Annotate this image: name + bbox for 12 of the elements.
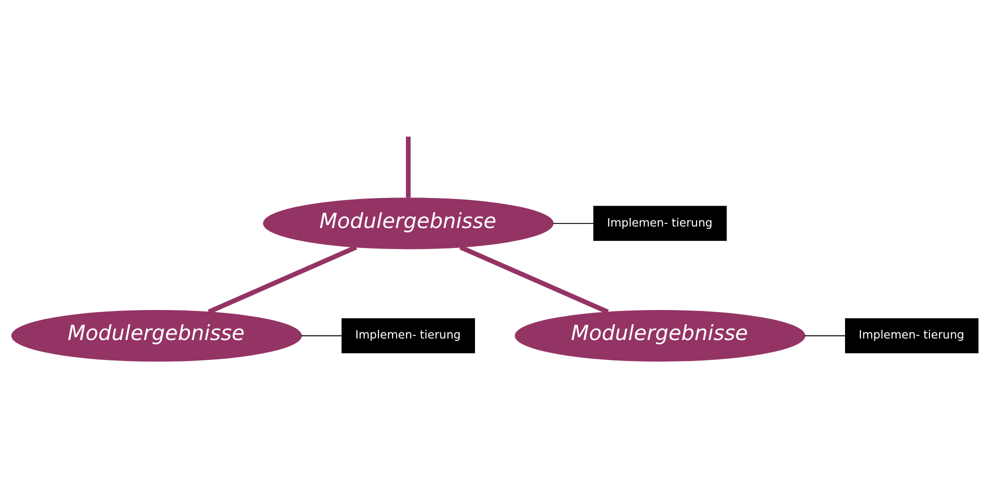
connector <box>804 334 846 336</box>
node-ellipse: Modulergebnisse <box>514 310 806 362</box>
connector <box>459 244 609 314</box>
connector <box>208 244 358 314</box>
node-ellipse: Modulergebnisse <box>11 310 302 362</box>
connector <box>552 222 594 224</box>
connector <box>300 334 342 336</box>
connector <box>406 136 411 198</box>
node-box: Implemen- tierung <box>593 205 727 240</box>
node-box: Implemen- tierung <box>845 318 978 353</box>
node-ellipse: Modulergebnisse <box>263 197 554 249</box>
node-box: Implemen- tierung <box>342 318 475 353</box>
